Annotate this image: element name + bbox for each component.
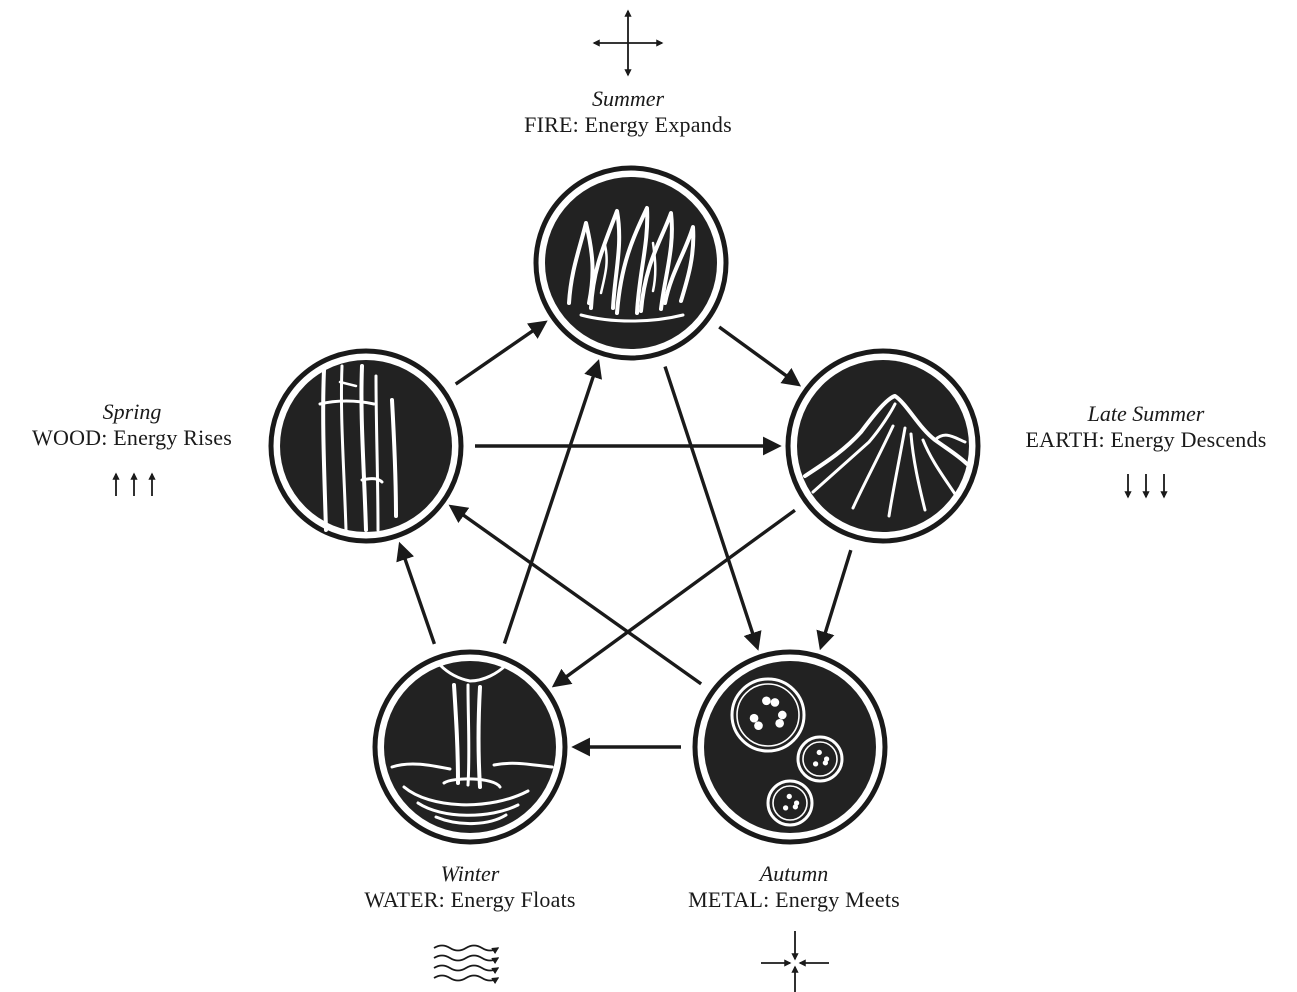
generating-arrow-fire-to-earth <box>718 325 802 387</box>
motion-glyphs <box>112 9 1168 992</box>
fire-disc <box>533 165 729 361</box>
coins-icon <box>730 677 844 827</box>
waterfall-icon <box>390 663 554 826</box>
wood-label: Spring WOOD: Energy Rises <box>0 399 264 452</box>
controlling-arrow-metal-to-wood <box>448 504 703 686</box>
fire-caption: FIRE: Energy Expands <box>524 112 732 138</box>
fire-season: Summer <box>591 86 665 111</box>
water-disc <box>372 649 568 845</box>
water-label: Winter WATER: Energy Floats <box>330 861 610 914</box>
earth-caption: EARTH: Energy Descends <box>1025 427 1267 453</box>
wood-disc <box>268 348 464 544</box>
mountain-icon <box>803 394 969 518</box>
controlling-arrow-fire-to-metal <box>663 366 762 651</box>
earth-disc <box>785 348 981 544</box>
meets-motion-icon <box>761 931 829 992</box>
controlling-arrow-earth-to-water <box>551 508 796 688</box>
metal-disc <box>692 649 888 845</box>
controlling-arrow-water-to-fire <box>502 359 603 645</box>
metal-season: Autumn <box>759 861 829 886</box>
metal-caption: METAL: Energy Meets <box>688 887 900 913</box>
flame-icon <box>567 206 696 323</box>
water-caption: WATER: Energy Floats <box>364 887 576 913</box>
expands-motion-icon <box>592 9 664 77</box>
generating-arrow-earth-to-metal <box>816 549 853 651</box>
descends-motion-icon <box>1124 474 1168 499</box>
wood-season: Spring <box>102 399 162 424</box>
rises-motion-icon <box>112 472 156 496</box>
arrows-layer <box>396 320 853 757</box>
bamboo-icon <box>318 364 398 532</box>
discs-layer <box>268 165 981 845</box>
floats-motion-icon <box>433 944 500 985</box>
metal-label: Autumn METAL: Energy Meets <box>654 861 934 914</box>
wood-caption: WOOD: Energy Rises <box>32 425 232 451</box>
generating-arrow-wood-to-fire <box>454 320 548 386</box>
earth-season: Late Summer <box>1087 401 1205 426</box>
fire-label: Summer FIRE: Energy Expands <box>478 86 778 139</box>
earth-label: Late Summer EARTH: Energy Descends <box>998 401 1294 454</box>
water-season: Winter <box>440 861 500 886</box>
generating-arrow-water-to-wood <box>396 541 437 645</box>
